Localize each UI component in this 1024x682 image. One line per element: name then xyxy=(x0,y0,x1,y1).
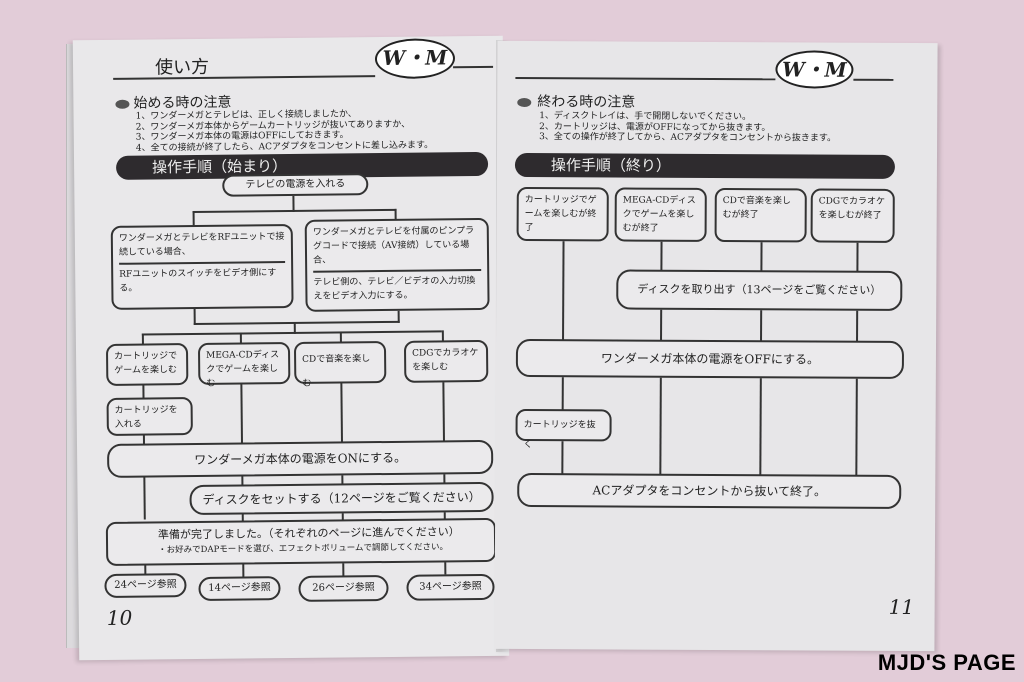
step-power-on: ワンダーメガ本体の電源をONにする。 xyxy=(106,439,494,478)
step-tv-power: テレビの電源を入れる xyxy=(222,173,369,197)
caution-list: 1、ディスクトレイは、手で開閉しないでください。 2、カートリッジは、電源がOF… xyxy=(539,111,899,144)
manual-page-left: 使い方 W・M 始める時の注意 1、ワンダーメガとテレビは、正しく接続しましたか… xyxy=(72,35,510,661)
wm-logo: W・M xyxy=(374,38,456,80)
flow-line xyxy=(561,441,564,478)
flow-line xyxy=(856,242,859,273)
choice-cdg-karaoke: CDGでカラオケを楽しむ xyxy=(403,339,489,383)
av-action: テレビ側の、テレビ／ビデオの入力切換えをビデオ入力にする。 xyxy=(313,276,476,302)
title-rule-right xyxy=(853,78,894,81)
flow-line xyxy=(759,378,762,479)
flow-line xyxy=(141,330,442,336)
choice-cartridge: カートリッジでゲームを楽しむ xyxy=(105,343,189,386)
page-number: 11 xyxy=(888,594,915,620)
caution-list: 1、ワンダーメガとテレビは、正しく接続しましたか、 2、ワンダーメガ本体からゲー… xyxy=(136,108,496,154)
flow-line xyxy=(562,241,565,342)
step-insert-cartridge: カートリッジを入れる xyxy=(106,397,193,436)
title-rule xyxy=(113,75,376,80)
flow-line xyxy=(659,377,662,478)
flow-line xyxy=(143,477,146,520)
manual-page-right: W・M 終わる時の注意 1、ディスクトレイは、手で開閉しないでください。 2、カ… xyxy=(494,40,938,652)
procedure-band: 操作手順（終り） xyxy=(514,152,896,179)
end-choice-mega-cd: MEGA-CDディスクでゲームを楽しむが終了 xyxy=(614,187,707,242)
ref-page-34: 34ページ参照 xyxy=(406,573,495,601)
flow-line xyxy=(340,383,344,444)
choice-mega-cd: MEGA-CDディスクでゲームを楽しむ xyxy=(197,342,291,389)
ref-page-26: 26ページ参照 xyxy=(298,574,389,602)
flow-line xyxy=(442,382,445,443)
step-remove-disc: ディスクを取り出す（13ページをご覧ください） xyxy=(616,269,903,311)
step-unplug-adapter: ACアダプタをコンセントから抜いて終了。 xyxy=(517,472,902,509)
end-choice-cdg-karaoke: CDGでカラオケを楽しむが終了 xyxy=(810,188,895,243)
ref-page-24: 24ページ参照 xyxy=(104,573,187,598)
step-ready: 準備が完了しました。（それぞれのページに進んでください） ・お好みでDAPモード… xyxy=(105,517,497,566)
page-title: 使い方 xyxy=(154,56,210,79)
wm-logo: W・M xyxy=(775,50,854,89)
page-number: 10 xyxy=(106,605,133,630)
flow-line xyxy=(760,310,763,343)
flow-line xyxy=(193,320,400,326)
flow-line xyxy=(760,242,763,273)
caution-heading: 始める時の注意 xyxy=(133,94,232,112)
divider xyxy=(313,269,482,273)
title-rule-right xyxy=(453,65,494,69)
caution-item: 3、全ての操作が終了してから、ACアダプタをコンセントから抜きます。 xyxy=(539,132,837,144)
step-power-off: ワンダーメガ本体の電源をOFFにする。 xyxy=(515,338,905,379)
step-av-connection: ワンダーメガとテレビを付属のピンプラグコードで接続（AV接続）している場合、 テ… xyxy=(304,217,490,312)
divider xyxy=(119,261,286,265)
rf-condition: ワンダーメガとテレビをRFユニットで接続している場合、 xyxy=(118,232,285,258)
rf-action: RFユニットのスイッチをビデオ側にする。 xyxy=(119,268,277,294)
end-choice-cd-music: CDで音楽を楽しむが終了 xyxy=(714,187,807,243)
flow-line xyxy=(192,208,397,214)
flow-line xyxy=(561,377,564,412)
bullet-icon xyxy=(517,97,532,108)
bullet-icon xyxy=(115,99,130,109)
ready-hint: ・お好みでDAPモードを選び、エフェクトボリュームで調節してください。 xyxy=(158,542,449,556)
flow-line xyxy=(444,562,447,575)
title-rule xyxy=(515,76,776,81)
flow-line xyxy=(242,564,245,577)
watermark: MJD'S PAGE xyxy=(877,650,1016,675)
flow-line xyxy=(855,378,858,479)
step-rf-connection: ワンダーメガとテレビをRFユニットで接続している場合、 RFユニットのスイッチを… xyxy=(110,223,294,310)
flow-line xyxy=(660,241,663,272)
step-remove-cartridge: カートリッジを抜く xyxy=(515,408,612,450)
flow-line xyxy=(342,563,345,576)
choice-cd-music: CDで音楽を楽しむ xyxy=(293,341,387,389)
av-condition: ワンダーメガとテレビを付属のピンプラグコードで接続（AV接続）している場合、 xyxy=(312,226,475,266)
end-choice-cartridge: カートリッジでゲームを楽しむが終了 xyxy=(516,186,609,242)
flow-line xyxy=(240,384,244,445)
ref-page-14: 14ページ参照 xyxy=(198,576,281,601)
flow-line xyxy=(660,309,663,342)
step-set-disc: ディスクをセットする（12ページをご覧ください） xyxy=(189,481,494,516)
flow-line xyxy=(856,310,859,343)
caution-heading: 終わる時の注意 xyxy=(537,94,636,111)
